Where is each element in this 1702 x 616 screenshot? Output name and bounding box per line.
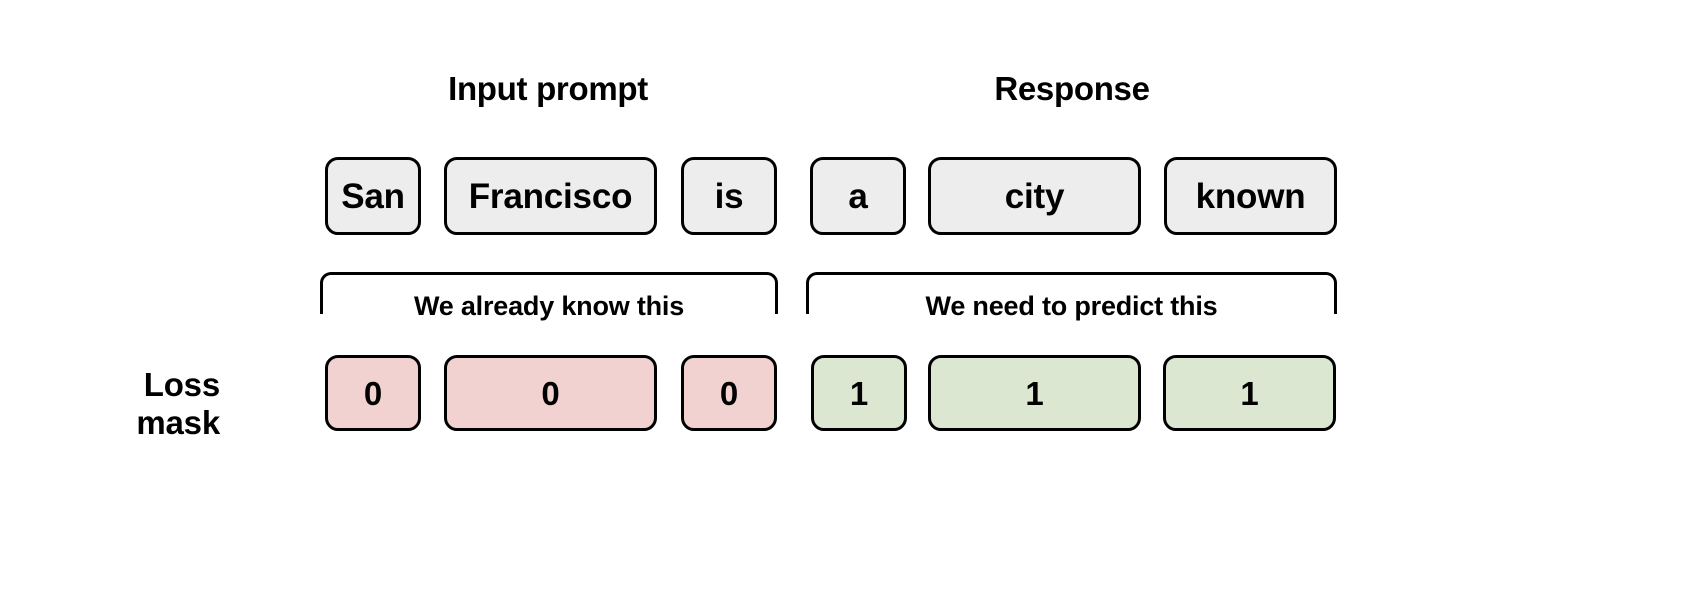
- token-box[interactable]: San: [325, 157, 421, 235]
- token-box[interactable]: city: [928, 157, 1141, 235]
- section-header-input-prompt: Input prompt: [448, 70, 648, 107]
- bracket-shape: [320, 272, 778, 314]
- token-box[interactable]: Francisco: [444, 157, 657, 235]
- loss-mask-label-line2: mask: [136, 404, 220, 442]
- loss-mask-cell[interactable]: 0: [444, 355, 657, 431]
- loss-mask-cell[interactable]: 0: [681, 355, 777, 431]
- token-box[interactable]: a: [810, 157, 906, 235]
- loss-mask-label-line1: Loss: [143, 366, 220, 403]
- bracket-label: We need to predict this: [915, 293, 1228, 320]
- token-box[interactable]: is: [681, 157, 777, 235]
- section-header-response: Response: [994, 70, 1150, 107]
- loss-mask-row-label: Loss mask: [0, 366, 220, 443]
- bracket-shape: [806, 272, 1337, 314]
- token-box[interactable]: known: [1164, 157, 1337, 235]
- loss-mask-cell[interactable]: 0: [325, 355, 421, 431]
- bracket-label: We already know this: [403, 293, 695, 320]
- loss-mask-cell[interactable]: 1: [928, 355, 1141, 431]
- loss-mask-cell[interactable]: 1: [1163, 355, 1336, 431]
- loss-mask-cell[interactable]: 1: [811, 355, 907, 431]
